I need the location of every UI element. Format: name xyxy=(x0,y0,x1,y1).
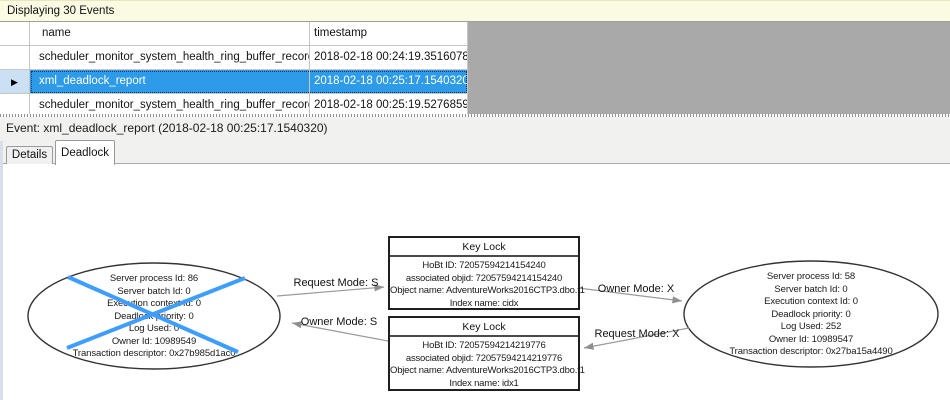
tab-strip: Details Deadlock xyxy=(0,140,950,165)
event-timestamp-cell[interactable]: 2018-02-18 00:25:19.5276859 xyxy=(310,94,468,114)
lock-node-key-lock-top[interactable]: Key Lock HoBt ID: 72057594214154240 asso… xyxy=(388,236,585,310)
event-name-cell[interactable]: scheduler_monitor_system_health_ring_buf… xyxy=(30,46,310,70)
edge-label-request-mode-x: Request Mode: X xyxy=(594,328,680,340)
events-count-bar: Displaying 30 Events xyxy=(0,0,950,22)
event-name-cell[interactable]: scheduler_monitor_system_health_ring_buf… xyxy=(30,94,310,114)
lock-detail-line: Index name: cidx xyxy=(449,297,519,309)
lock-detail-line: associated objid: 72057594214154240 xyxy=(405,272,563,284)
lock-node-title: Key Lock xyxy=(390,318,578,337)
column-header-name[interactable]: name xyxy=(30,22,310,46)
lock-detail-line: Object name: AdventureWorks2016CTP3.dbo.… xyxy=(390,365,585,376)
process-detail-line: Server process Id: 58 xyxy=(766,271,856,282)
event-row-selected[interactable]: ▶ xml_deadlock_report 2018-02-18 00:25:1… xyxy=(0,70,468,94)
panel-left-border xyxy=(0,141,3,400)
row-marker-cell[interactable]: ▶ xyxy=(0,70,30,94)
lock-detail-line: HoBt ID: 72057594214154240 xyxy=(422,260,546,271)
process-detail-line: Transaction descriptor: 0x27ba15a4490 xyxy=(729,346,893,357)
edge-request-s-line xyxy=(276,284,385,297)
lock-node-key-lock-bottom[interactable]: Key Lock HoBt ID: 72057594214219776 asso… xyxy=(388,316,585,391)
events-grid: name timestamp scheduler_monitor_system_… xyxy=(0,22,950,114)
process-detail-line: Execution context Id: 0 xyxy=(764,296,858,307)
lock-detail-line: HoBt ID: 72057594214219776 xyxy=(422,340,546,351)
process-detail-line: Execution context Id: 0 xyxy=(107,298,201,309)
lock-detail-line: associated objid: 72057594214219776 xyxy=(405,352,563,364)
process-detail-line: Server batch Id: 0 xyxy=(117,285,191,297)
tab-details[interactable]: Details xyxy=(6,146,53,164)
process-detail-line: Server batch Id: 0 xyxy=(774,283,848,295)
row-marker-cell[interactable] xyxy=(0,46,30,70)
process-detail-line: Deadlock priority: 0 xyxy=(114,310,194,322)
lock-detail-line: Index name: idx1 xyxy=(449,377,519,389)
process-detail-line: Log Used: 0 xyxy=(128,323,180,334)
event-name-cell[interactable]: xml_deadlock_report xyxy=(30,70,310,94)
current-row-arrow-icon: ▶ xyxy=(11,77,18,87)
event-timestamp-cell[interactable]: 2018-02-18 00:25:17.1540320 xyxy=(310,70,468,94)
process-node[interactable]: Server process Id: 58 Server batch Id: 0… xyxy=(701,271,921,359)
event-caption-label: Event: xml_deadlock_report (2018-02-18 0… xyxy=(6,121,328,135)
edge-label-owner-mode-s: Owner Mode: S xyxy=(300,316,378,328)
process-detail-line: Server process Id: 86 xyxy=(109,273,199,284)
grid-corner-cell xyxy=(0,22,30,46)
tab-deadlock[interactable]: Deadlock xyxy=(55,140,115,165)
process-detail-line: Deadlock priority: 0 xyxy=(771,308,851,320)
process-detail-line: Owner Id: 10989547 xyxy=(768,333,854,345)
process-detail-line: Owner Id: 10989549 xyxy=(111,335,197,347)
events-count-label: Displaying 30 Events xyxy=(7,5,115,17)
edge-label-request-mode-s: Request Mode: S xyxy=(293,277,379,289)
process-detail-line: Transaction descriptor: 0x27b985d1ac0 xyxy=(72,348,236,359)
column-header-timestamp[interactable]: timestamp xyxy=(310,22,468,46)
grid-header-row: name timestamp xyxy=(0,22,468,46)
process-node-ellipse[interactable] xyxy=(683,260,939,368)
edge-owner-s-line xyxy=(291,321,389,342)
event-timestamp-cell[interactable]: 2018-02-18 00:24:19.3516078 xyxy=(310,46,468,70)
lock-node-title: Key Lock xyxy=(390,238,578,257)
edge-request-x-line xyxy=(583,327,690,350)
row-marker-cell[interactable] xyxy=(0,94,30,114)
event-row[interactable]: scheduler_monitor_system_health_ring_buf… xyxy=(0,94,468,114)
deadlock-graph-panel: Server process Id: 86 Server batch Id: 0… xyxy=(0,164,950,400)
lock-detail-line: Object name: AdventureWorks2016CTP3.dbo.… xyxy=(390,285,585,296)
edge-owner-x-line xyxy=(577,287,683,304)
process-detail-line: Log Used: 252 xyxy=(780,321,842,332)
splitter-handle[interactable] xyxy=(0,114,950,117)
edge-label-owner-mode-x: Owner Mode: X xyxy=(597,283,675,295)
process-node-victim[interactable]: Server process Id: 86 Server batch Id: 0… xyxy=(44,273,264,361)
event-row[interactable]: scheduler_monitor_system_health_ring_buf… xyxy=(0,46,468,70)
event-caption-bar: Event: xml_deadlock_report (2018-02-18 0… xyxy=(0,117,950,140)
